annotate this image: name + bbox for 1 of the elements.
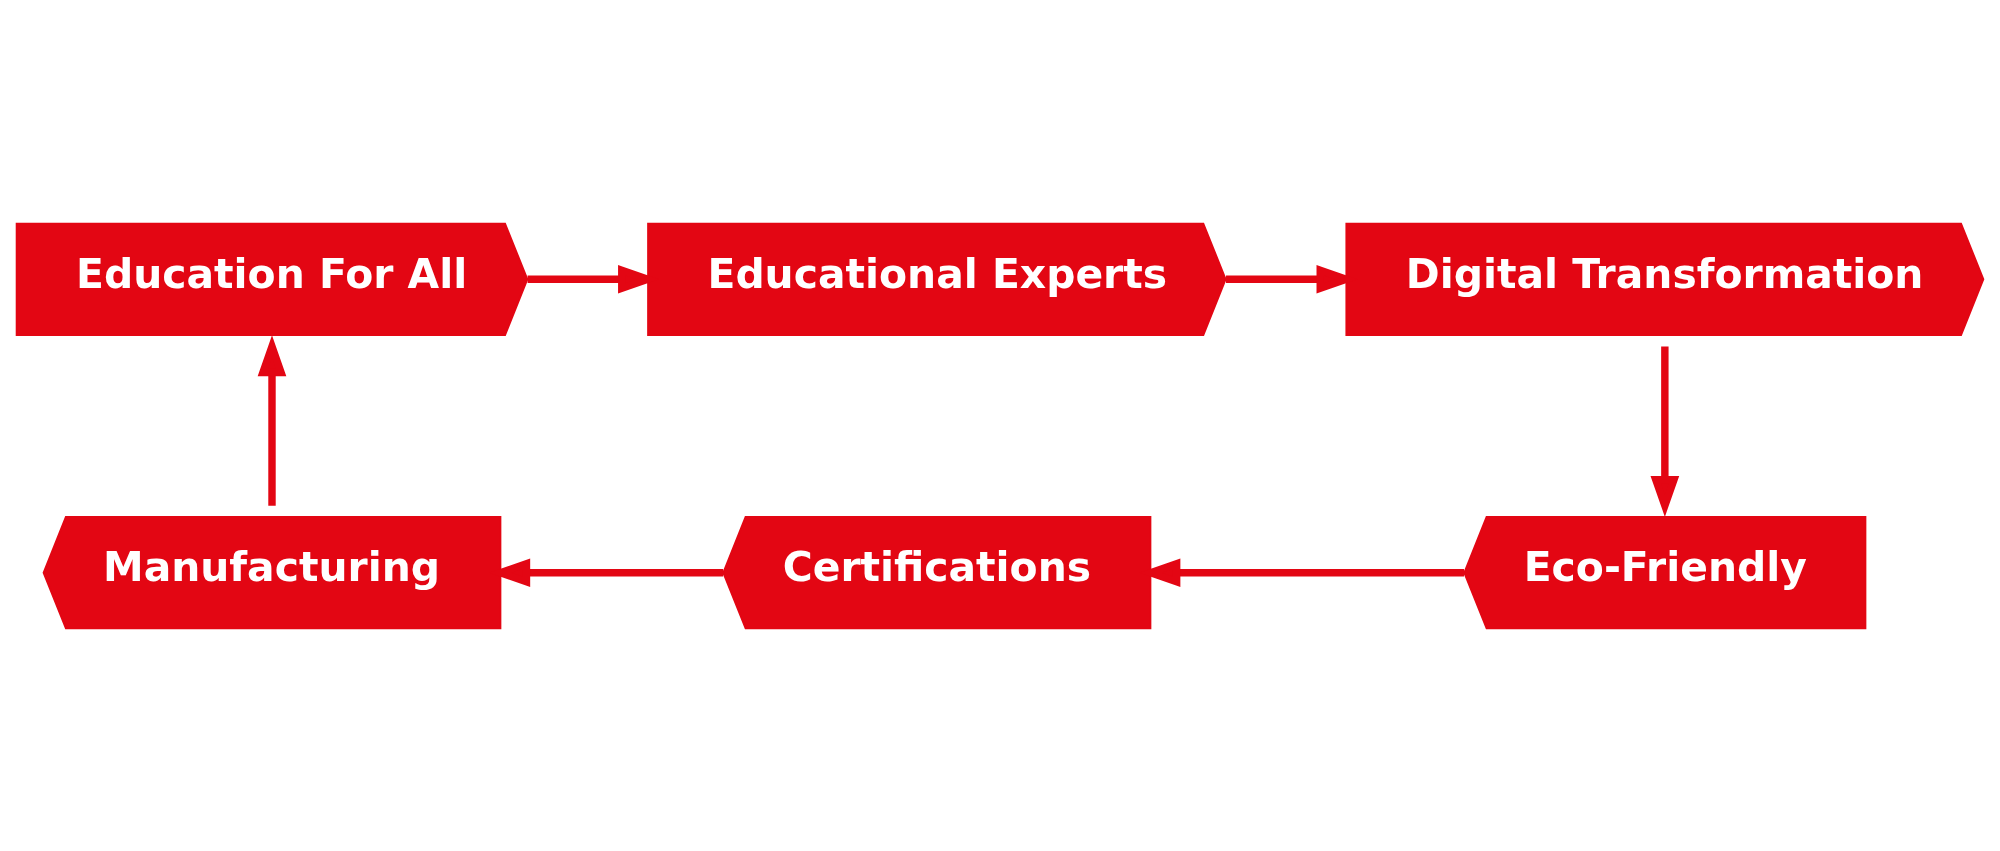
arrow [257,334,287,506]
